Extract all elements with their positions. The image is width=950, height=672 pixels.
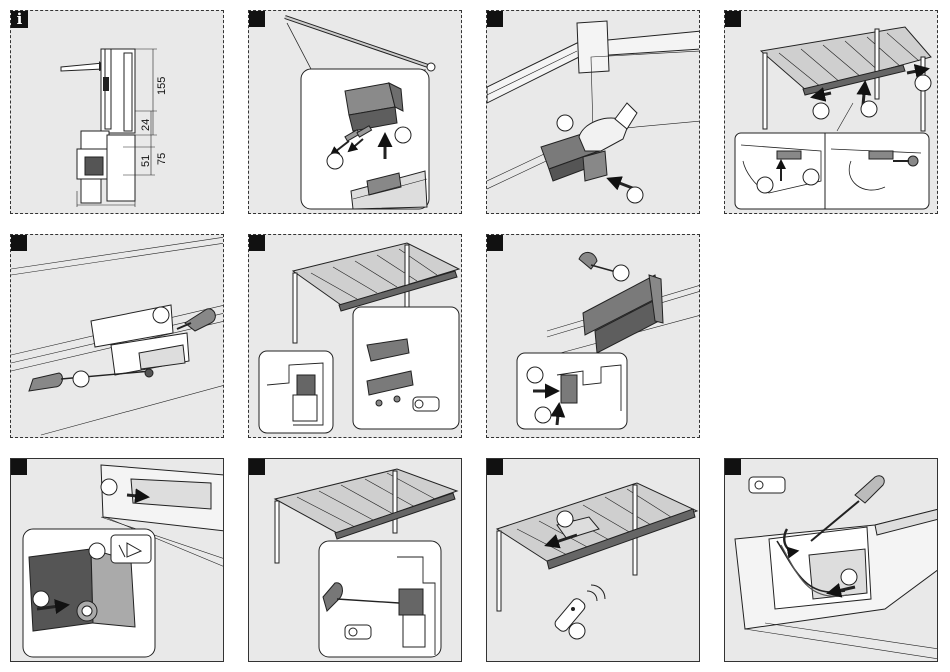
step-number-box	[249, 459, 265, 475]
step-number-box	[487, 459, 503, 475]
step-panel-3	[486, 10, 700, 214]
step-3-illustration	[487, 11, 700, 214]
gloved-hand-icon	[579, 103, 637, 151]
step-panel-4	[724, 10, 938, 214]
step-7-illustration	[487, 235, 700, 438]
step-number-box	[249, 11, 265, 27]
callout-circle	[557, 115, 573, 131]
step-number-box	[487, 11, 503, 27]
step-number-box	[249, 235, 265, 251]
t-key-icon	[29, 371, 151, 391]
step-2-illustration	[249, 11, 462, 214]
callout-circle	[395, 127, 411, 143]
step-5-illustration	[11, 235, 224, 438]
dim-75: 75	[156, 153, 168, 165]
dim-155: 155	[156, 77, 168, 95]
step-number-box	[11, 235, 27, 251]
step-4-illustration	[725, 11, 938, 214]
step-panel-9	[248, 458, 462, 662]
callout-circle	[627, 187, 643, 203]
step-panel-6	[248, 234, 462, 438]
step-panel-5	[10, 234, 224, 438]
dim-51: 51	[140, 155, 152, 167]
step-panel-8	[10, 458, 224, 662]
callout-circle	[327, 153, 343, 169]
step-number-box	[725, 11, 741, 27]
step-panel-10	[486, 458, 700, 662]
step-number-box	[487, 235, 503, 251]
info-panel: i 155 24 75 51	[10, 10, 224, 214]
dim-24: 24	[140, 119, 152, 131]
step-number-box	[11, 459, 27, 475]
step-panel-11	[724, 458, 938, 662]
step-9-illustration	[249, 459, 462, 662]
t-key-icon	[177, 309, 215, 331]
info-icon: i	[11, 11, 28, 28]
step-8-illustration	[11, 459, 224, 662]
step-11-illustration	[725, 459, 938, 662]
step-panel-2	[248, 10, 462, 214]
step-10-illustration	[487, 459, 700, 662]
profile-dimension-drawing: 155 24 75 51	[11, 11, 224, 214]
step-6-illustration	[249, 235, 462, 438]
end-cap-part	[345, 83, 403, 131]
step-number-box	[725, 459, 741, 475]
step-panel-7	[486, 234, 700, 438]
